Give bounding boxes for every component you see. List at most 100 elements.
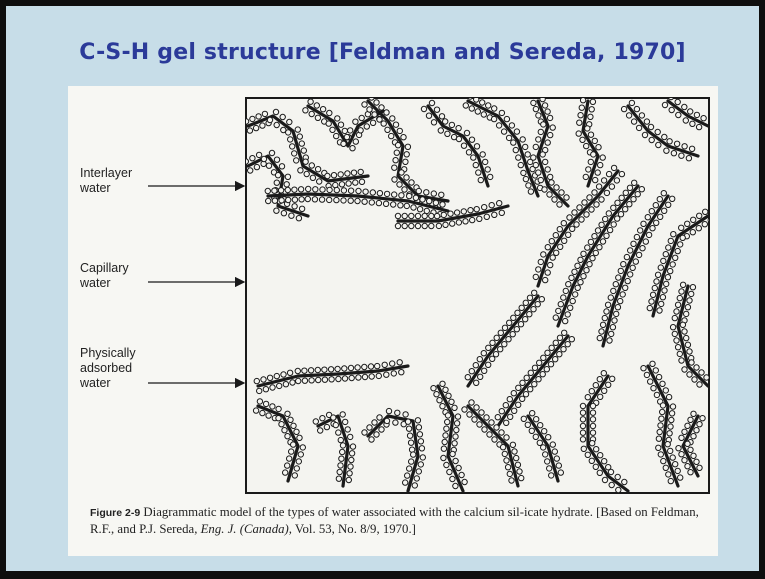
solid-particle (313, 419, 318, 424)
solid-particle (653, 368, 658, 373)
solid-particle (548, 174, 553, 179)
solid-particle (599, 329, 604, 334)
solid-particle (654, 279, 659, 284)
solid-particle (540, 372, 545, 377)
solid-particle (399, 370, 404, 375)
solid-particle (327, 187, 332, 192)
solid-particle (314, 103, 319, 108)
solid-particle (691, 217, 696, 222)
solid-particle (385, 127, 390, 132)
solid-particle (402, 223, 407, 228)
solid-particle (461, 143, 466, 148)
solid-particle (671, 151, 676, 156)
solid-particle (610, 376, 615, 381)
solid-particle (562, 238, 567, 243)
solid-particle (567, 215, 572, 220)
solid-particle (590, 417, 595, 422)
solid-particle (440, 404, 445, 409)
solid-particle (549, 180, 554, 185)
solid-particle (556, 463, 561, 468)
solid-particle (416, 469, 421, 474)
solid-particle (610, 325, 615, 330)
solid-particle (554, 456, 559, 461)
solid-particle (517, 469, 522, 474)
solid-particle (540, 152, 545, 157)
solid-particle (482, 427, 487, 432)
solid-particle (583, 174, 588, 179)
solid-particle (456, 126, 461, 131)
solid-particle (334, 187, 339, 192)
solid-particle (541, 122, 546, 127)
solid-particle (349, 451, 354, 456)
solid-particle (292, 151, 297, 156)
solid-particle (614, 311, 619, 316)
solid-particle (532, 365, 537, 370)
solid-particle (510, 442, 515, 447)
solid-particle (603, 216, 608, 221)
solid-particle (297, 134, 302, 139)
solid-particle (641, 221, 646, 226)
solid-particle (395, 213, 400, 218)
solid-particle (370, 120, 375, 125)
solid-particle (531, 100, 536, 105)
solid-particle (602, 388, 607, 393)
solid-particle (670, 262, 675, 267)
solid-particle (590, 423, 595, 428)
solid-particle (394, 150, 399, 155)
solid-particle (670, 455, 675, 460)
solid-particle (598, 394, 603, 399)
solid-particle (687, 372, 692, 377)
solid-particle (590, 99, 595, 104)
solid-particle (684, 335, 689, 340)
solid-particle (279, 164, 284, 169)
solid-particle (416, 425, 421, 430)
solid-particle (392, 192, 397, 197)
solid-particle (376, 200, 381, 205)
solid-particle (341, 188, 346, 193)
solid-particle (690, 285, 695, 290)
solid-particle (611, 205, 616, 210)
solid-particle (576, 131, 581, 136)
solid-particle (593, 177, 598, 182)
solid-particle (550, 442, 555, 447)
solid-particle (512, 408, 517, 413)
solid-particle (481, 351, 486, 356)
solid-particle (660, 403, 665, 408)
solid-particle (297, 435, 302, 440)
solid-particle (606, 171, 611, 176)
solid-particle (557, 352, 562, 357)
solid-particle (516, 155, 521, 160)
solid-particle (694, 365, 699, 370)
solid-particle (431, 191, 436, 196)
solid-particle (538, 423, 543, 428)
solid-particle (657, 197, 662, 202)
solid-particle (505, 465, 510, 470)
solid-particle (348, 188, 353, 193)
solid-particle (483, 159, 488, 164)
solid-particle (653, 203, 658, 208)
solid-particle (535, 302, 540, 307)
solid-particle (685, 441, 690, 446)
solid-particle (587, 195, 592, 200)
solid-particle (499, 110, 504, 115)
solid-particle (578, 257, 583, 262)
solid-particle (431, 386, 436, 391)
solid-particle (302, 378, 307, 383)
solid-particle (589, 458, 594, 463)
solid-particle (597, 470, 602, 475)
solid-particle (588, 114, 593, 119)
solid-particle (662, 134, 667, 139)
solid-particle (290, 144, 295, 149)
solid-particle (281, 211, 286, 216)
solid-particle (584, 268, 589, 273)
solid-particle (484, 214, 489, 219)
solid-particle (287, 456, 292, 461)
solid-particle (565, 312, 570, 317)
solid-particle (658, 452, 663, 457)
solid-particle (691, 453, 696, 458)
solid-particle (651, 386, 656, 391)
solid-particle (575, 263, 580, 268)
solid-particle (413, 195, 418, 200)
solid-particle (514, 327, 519, 332)
solid-particle (299, 206, 304, 211)
